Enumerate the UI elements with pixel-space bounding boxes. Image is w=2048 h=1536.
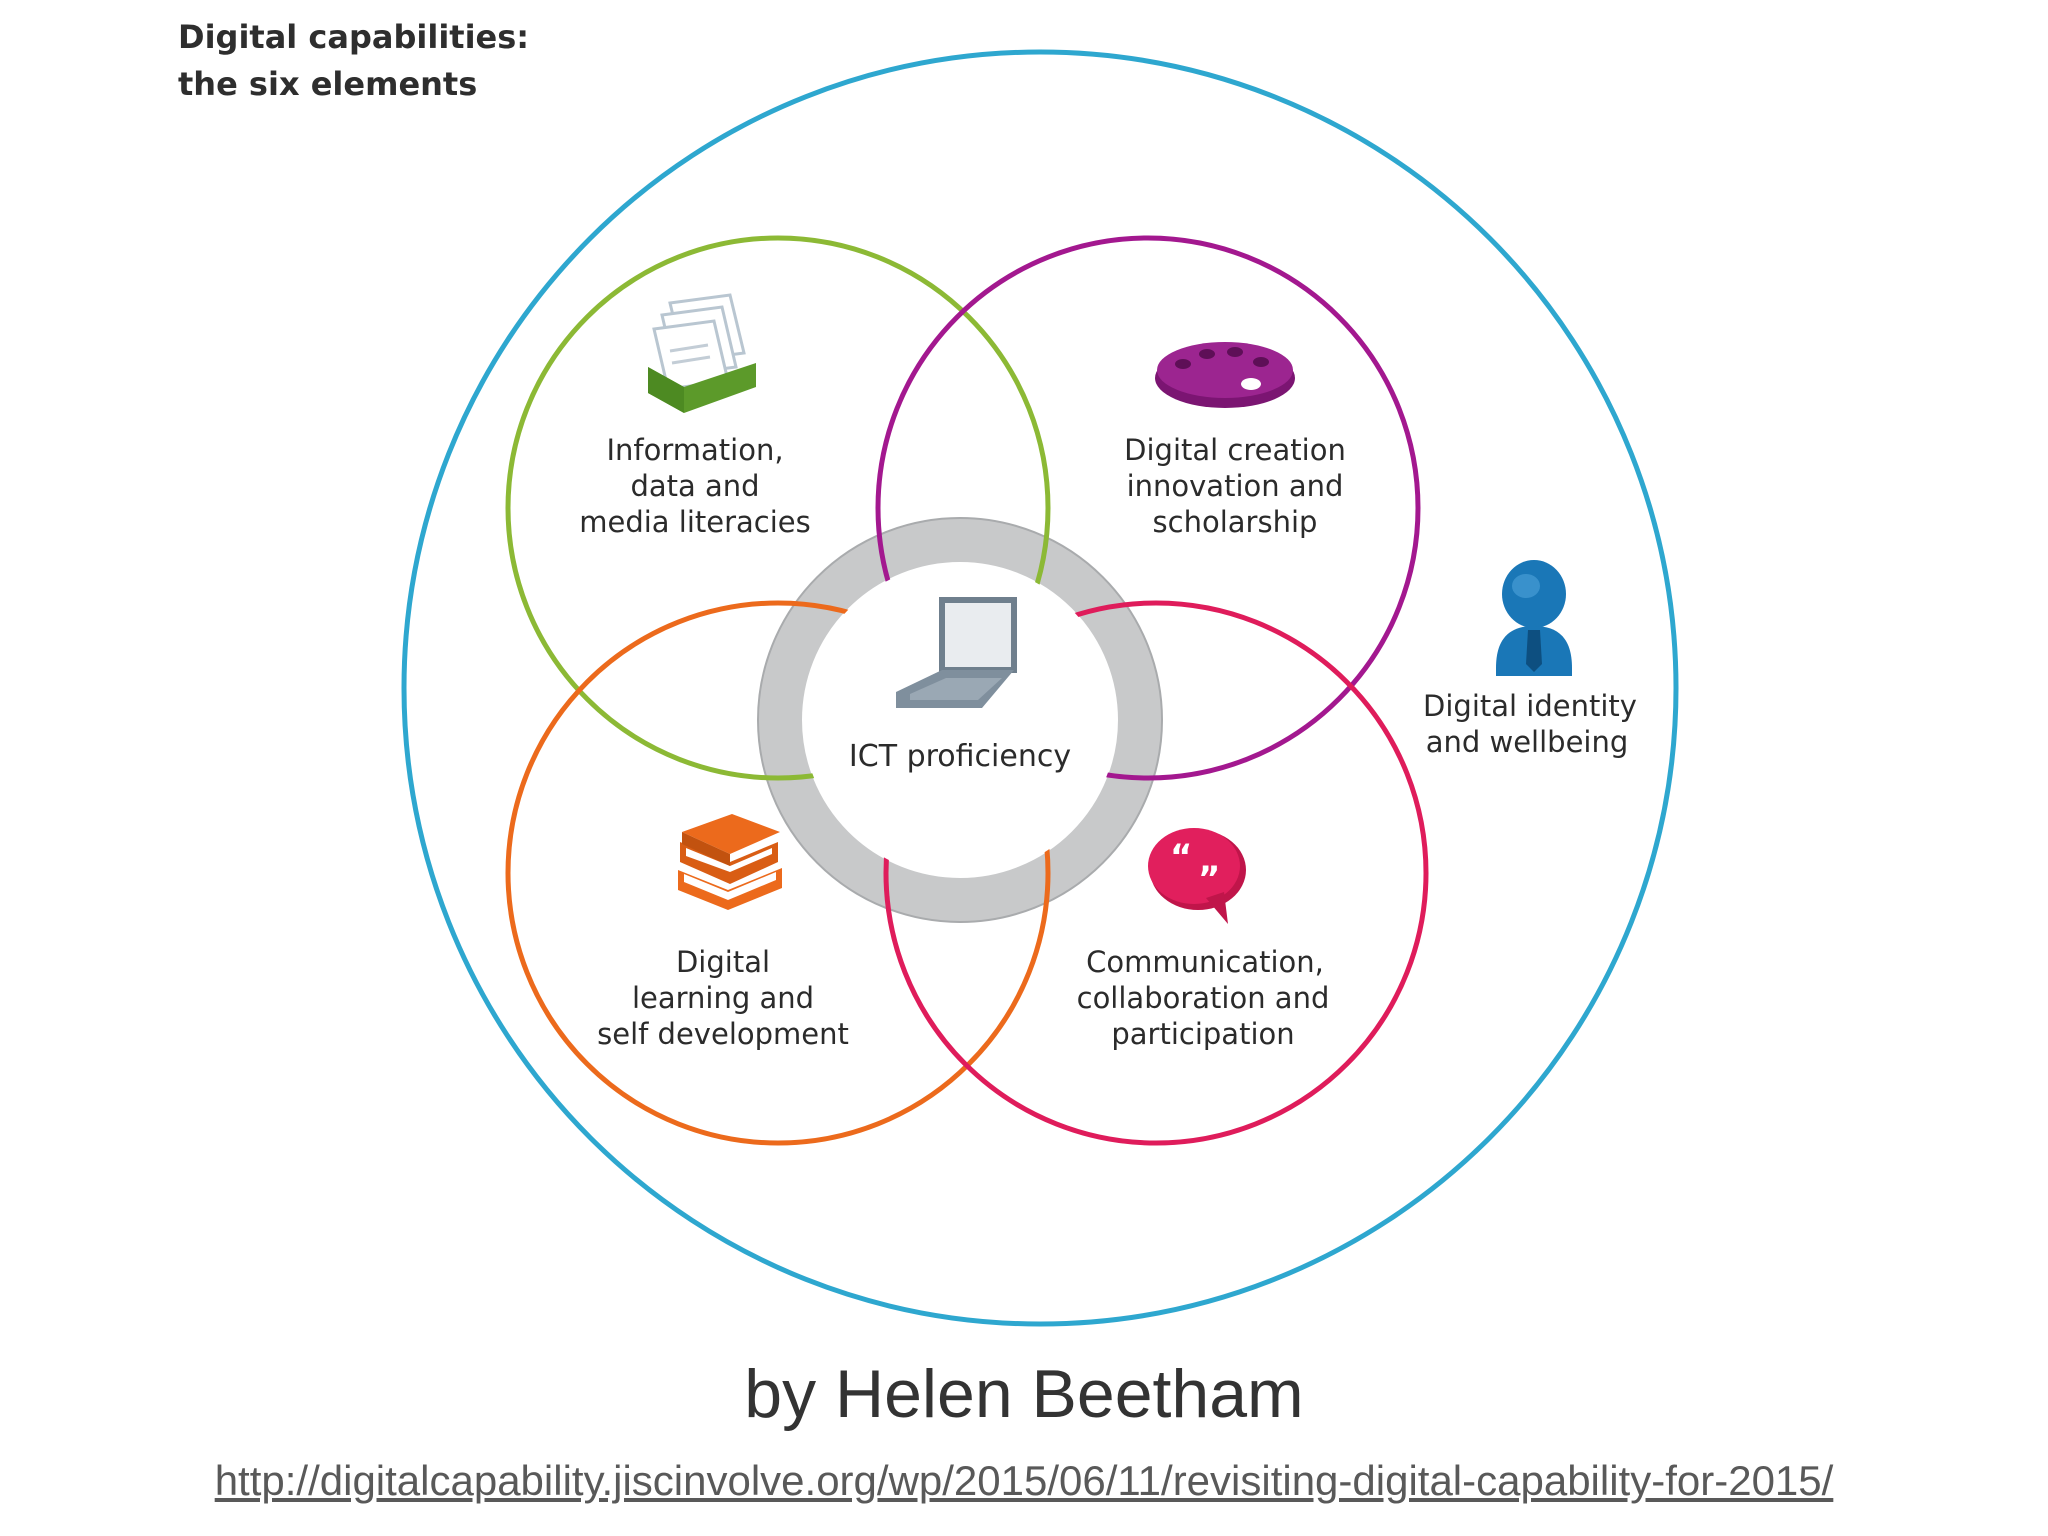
laptop-icon <box>896 597 1017 708</box>
creation-label-line3: scholarship <box>1153 505 1318 539</box>
information-label-line2: data and <box>630 469 759 503</box>
center-ring-ict <box>758 518 1162 922</box>
identity-label-line1: Digital identity <box>1423 689 1637 723</box>
circle-creation <box>875 235 1421 781</box>
outer-ring-digital-identity <box>401 49 1679 1327</box>
learning-label-line2: learning and <box>632 981 814 1015</box>
person-icon <box>1496 560 1572 676</box>
center-disc <box>803 563 1117 877</box>
diagram-title-line2: the six elements <box>178 65 477 103</box>
communication-label-line2: collaboration and <box>1077 981 1330 1015</box>
creation-label-line1: Digital creation <box>1124 433 1346 467</box>
communication-label-line1: Communication, <box>1086 945 1324 979</box>
source-link[interactable]: http://digitalcapability.jiscinvolve.org… <box>214 1457 1834 1504</box>
learning-label-line1: Digital <box>676 945 770 979</box>
circle-information <box>505 235 1051 781</box>
identity-label-line2: and wellbeing <box>1426 725 1629 759</box>
information-label-line3: media literacies <box>579 505 811 539</box>
learning-label-line3: self development <box>597 1017 849 1051</box>
center-ring-outer-edge <box>757 517 1163 923</box>
books-icon <box>678 814 782 910</box>
circle-learning <box>505 600 1051 1146</box>
information-label-line1: Information, <box>606 433 783 467</box>
ict-proficiency-label: ICT proficiency <box>849 739 1071 774</box>
creation-label-line2: innovation and <box>1127 469 1344 503</box>
circle-communication <box>883 600 1429 1146</box>
diagram-title-line1: Digital capabilities: <box>178 18 529 56</box>
speech-bubble-icon: “ ” <box>1148 828 1246 924</box>
communication-label-line3: participation <box>1111 1017 1294 1051</box>
svg-text:”: ” <box>1198 859 1220 899</box>
svg-text:“: “ <box>1170 837 1192 877</box>
file-box-icon <box>648 293 756 413</box>
palette-icon <box>1155 342 1295 408</box>
byline: by Helen Beetham <box>744 1356 1304 1432</box>
